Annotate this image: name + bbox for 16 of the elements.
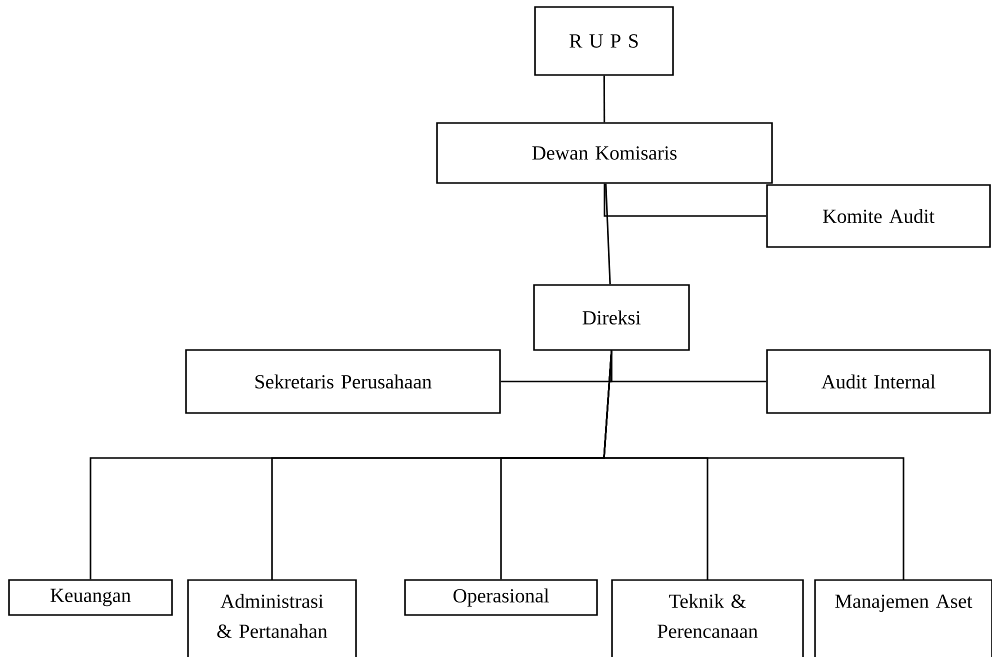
org-box: Sekretaris Perusahaan xyxy=(185,349,501,414)
org-box: Dewan Komisaris xyxy=(436,122,773,184)
org-box: Audit Internal xyxy=(766,349,991,414)
org-box: Keuangan xyxy=(8,579,173,616)
org-box: Administrasi & Pertanahan xyxy=(187,579,357,657)
connector-line xyxy=(605,184,611,284)
org-box: Komite Audit xyxy=(766,184,991,248)
org-box: Teknik & Perencanaan xyxy=(611,579,804,657)
org-box: Operasional xyxy=(404,579,598,616)
org-box: R U P S xyxy=(534,6,674,76)
connector-line xyxy=(603,350,904,580)
connector-line xyxy=(610,350,766,382)
connector-line xyxy=(603,76,606,122)
org-box: Direksi xyxy=(533,284,690,351)
connector-line xyxy=(604,184,766,217)
org-box: Manajemen Aset xyxy=(814,579,992,657)
